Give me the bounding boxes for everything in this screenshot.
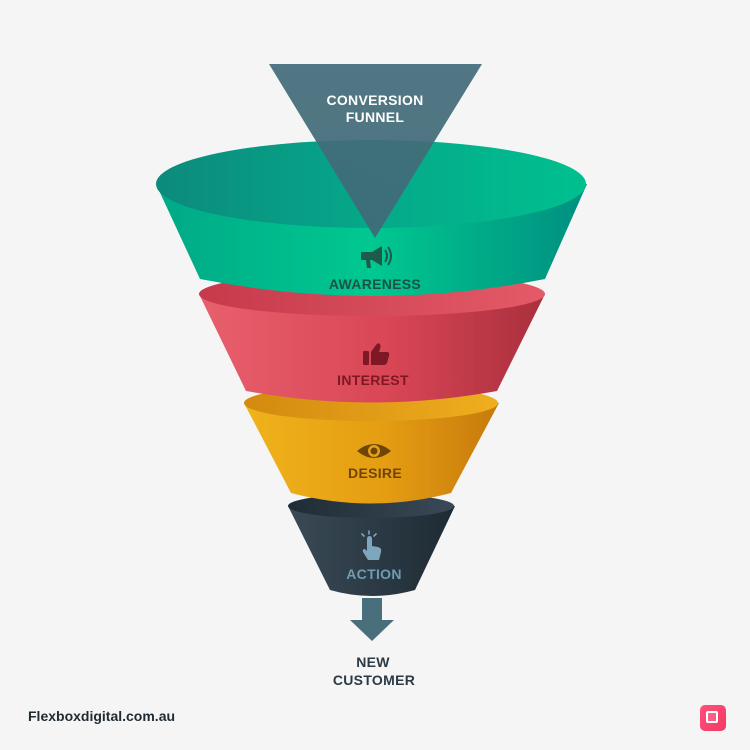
funnel-title-line2: FUNNEL [346,109,405,125]
down-arrow-icon [350,598,394,641]
stage-label-desire: DESIRE [348,465,402,481]
funnel-title-line1: CONVERSION [326,92,423,108]
funnel-title-triangle [269,64,482,238]
stage-label-interest: INTEREST [337,372,409,388]
footer-website-link[interactable]: Flexboxdigital.com.au [28,708,176,724]
megaphone-icon [361,246,392,268]
outcome-line1: NEW [356,654,390,670]
flexbox-logo-icon [700,705,726,731]
stage-label-action: ACTION [346,566,401,582]
eye-icon [357,444,391,458]
outcome-line2: CUSTOMER [333,672,415,688]
stage-label-awareness: AWARENESS [329,276,421,292]
hand-pointer-icon [361,530,382,560]
thumbs-up-icon [363,343,390,365]
